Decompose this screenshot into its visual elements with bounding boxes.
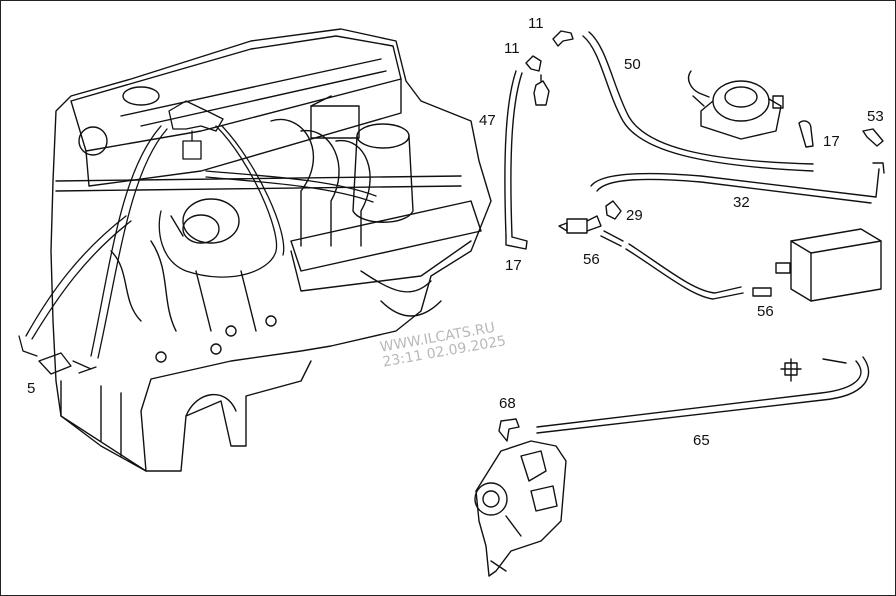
callout-5: 5 xyxy=(27,380,36,397)
callout-56-left: 56 xyxy=(583,251,600,268)
elbow-17-b xyxy=(798,120,814,148)
injection-pump xyxy=(474,440,567,577)
hose-32 xyxy=(590,162,885,204)
callout-17-right: 17 xyxy=(823,133,840,150)
hose-47 xyxy=(504,70,528,250)
hose-65 xyxy=(536,356,870,434)
hose-56-b xyxy=(752,287,772,297)
elbow-11-b xyxy=(525,55,550,106)
callout-47: 47 xyxy=(479,112,496,129)
callout-50: 50 xyxy=(624,56,641,73)
hose-50 xyxy=(582,31,814,172)
elbow-53 xyxy=(862,128,884,147)
callout-17-left: 17 xyxy=(505,257,522,274)
callout-53: 53 xyxy=(867,108,884,125)
callout-11-mid: 11 xyxy=(504,40,520,57)
callout-68: 68 xyxy=(499,395,516,412)
engine-vacuum-hoses xyxy=(18,100,377,375)
elbow-68 xyxy=(498,418,520,442)
vacuum-unit xyxy=(687,70,784,140)
callout-65: 65 xyxy=(693,432,710,449)
callout-56-right: 56 xyxy=(757,303,774,320)
filter-box xyxy=(775,228,882,302)
engine-block xyxy=(50,28,492,472)
callout-11-top: 11 xyxy=(528,15,544,32)
hose-56-a xyxy=(600,230,744,300)
elbow-11-a xyxy=(552,30,574,47)
valve-29 xyxy=(558,200,622,234)
callout-29: 29 xyxy=(626,207,643,224)
callout-32: 32 xyxy=(733,194,750,211)
